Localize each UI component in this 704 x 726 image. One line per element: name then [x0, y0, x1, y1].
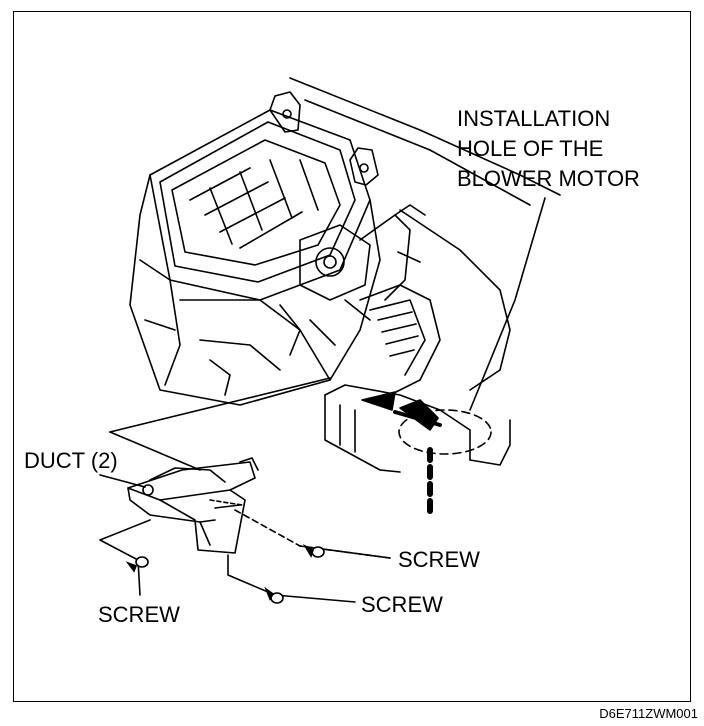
install-arrow — [361, 391, 439, 431]
duct — [127, 457, 259, 554]
screw-icon-left — [125, 556, 149, 573]
explode-line-upper — [109, 377, 331, 433]
figure-code: D6E711ZWM001 — [599, 706, 698, 721]
figure-frame — [13, 11, 691, 702]
screw-label-right-lower: SCREW — [361, 592, 443, 617]
installation-hole — [398, 409, 492, 455]
install-hole-label-line3: BLOWER MOTOR — [457, 166, 640, 191]
duct-label: DUCT (2) — [24, 448, 118, 473]
screw-icon-right-lower — [264, 586, 284, 604]
screw-leader-right-lower — [227, 554, 356, 603]
heater-unit — [129, 91, 426, 406]
dashboard-edge-lower — [304, 99, 531, 206]
install-hole-label-line2: HOLE OF THE — [457, 136, 604, 161]
install-hole-leader — [469, 197, 546, 411]
screw-label-left: SCREW — [98, 602, 180, 627]
install-hole-label-line1: INSTALLATION — [457, 106, 611, 131]
explode-line-lower — [109, 431, 201, 471]
screw-icon-right-upper — [302, 544, 325, 558]
duct-leader — [99, 474, 146, 488]
dashboard-edge-upper — [289, 77, 561, 196]
screw-label-right-upper: SCREW — [398, 547, 480, 572]
blower-case — [324, 209, 511, 473]
